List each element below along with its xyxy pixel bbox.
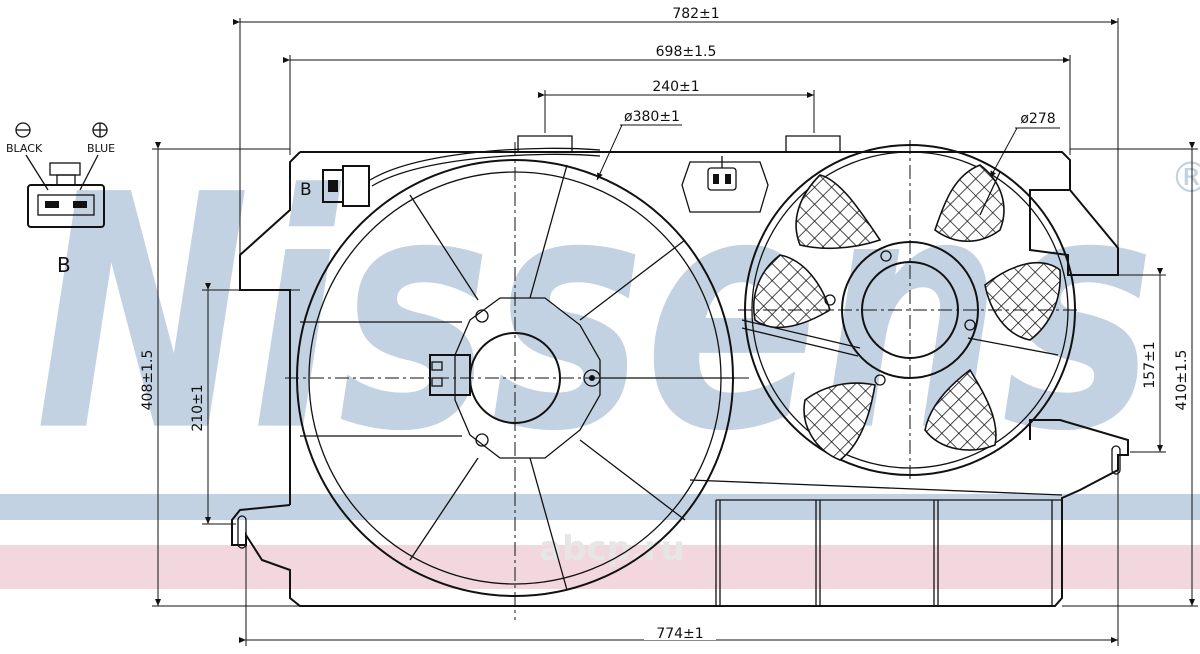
shroud-left-edge: [239, 151, 301, 505]
shroud-top-edge: [300, 151, 1119, 276]
dimension-labels: 782±1 698±1.5 240±1 ø380±1 ø278 408±1.5 …: [140, 4, 1190, 642]
dim-overall-width-bottom: 774±1: [656, 626, 703, 642]
connector-body: [27, 184, 105, 228]
small-fan: [738, 140, 1080, 480]
watermark-red-band: [0, 545, 1200, 589]
mount-tab-right: [785, 135, 841, 152]
dim-connector-spacing: 240±1: [652, 79, 699, 95]
watermark-site: abcp.ru: [539, 529, 685, 569]
dim-right-fan-height: 157±1: [1142, 341, 1158, 388]
large-fan-motor-housing: [454, 297, 601, 459]
connector-legend: BLACK BLUE B: [6, 122, 115, 277]
dim-overall-height-left: 408±1.5: [140, 350, 156, 411]
dim-mount-width: 698±1.5: [656, 44, 717, 60]
shroud-connector-housing: [681, 161, 769, 213]
dim-large-fan-diameter: ø380±1: [624, 109, 680, 125]
connector-letter: B: [57, 253, 71, 277]
large-fan-motor-connector: [429, 354, 471, 396]
dim-overall-width-top: 782±1: [672, 6, 719, 22]
dim-left-fan-center-height: 210±1: [190, 384, 206, 431]
fan-shroud: [231, 135, 1129, 607]
large-fan-spokes: [300, 164, 735, 591]
small-fan-blades: [753, 164, 1061, 461]
blue-wire-label: BLUE: [87, 142, 115, 155]
shroud-bottom-edge: [231, 419, 1129, 607]
large-fan: [285, 142, 750, 620]
wiring: B: [300, 147, 769, 213]
watermark-blue-band: [0, 494, 1200, 520]
black-wire-label: BLACK: [6, 142, 43, 155]
mount-slot-left: [237, 515, 247, 549]
mount-slot-right: [1111, 445, 1121, 475]
small-fan-arms: [741, 171, 1059, 357]
mount-tab-left: [517, 135, 573, 152]
connector-b-tag: B: [300, 180, 312, 200]
registered-mark: ®: [1170, 153, 1200, 202]
dim-overall-height-right: 410±1.5: [1174, 350, 1190, 411]
wire-harness: [369, 147, 601, 181]
dim-small-fan-diameter: ø278: [1020, 111, 1055, 127]
